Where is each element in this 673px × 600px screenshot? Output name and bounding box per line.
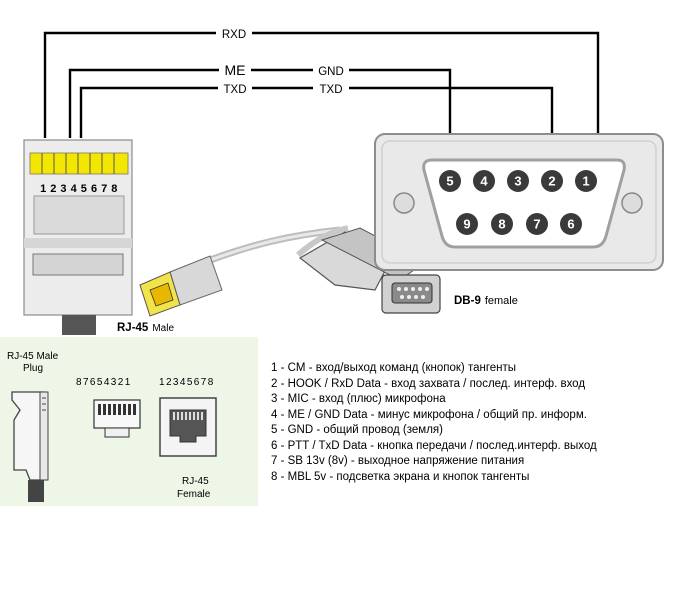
me-label: ME	[225, 62, 246, 78]
db9-pin-5	[439, 170, 461, 192]
db9-pin-label-1: 1	[582, 174, 589, 189]
db9-pin-label-9: 9	[463, 217, 470, 232]
rxd-label: RXD	[222, 29, 246, 41]
db9-pin-4	[473, 170, 495, 192]
txd-left-label: TXD	[224, 84, 247, 96]
pinout-item: 3 - MIC - вход (плюс) микрофона	[271, 393, 446, 405]
female-label-line2: Female	[177, 489, 211, 500]
db9-pin-9	[456, 213, 478, 235]
rj45-plug-front	[23, 139, 133, 335]
db9-pin-2	[541, 170, 563, 192]
female-label-line1: RJ-45	[182, 476, 209, 487]
db9-caption-bold: DB-9	[454, 295, 481, 307]
gnd-label: GND	[318, 66, 344, 78]
db9-pin-8	[491, 213, 513, 235]
db9-pin-6	[560, 213, 582, 235]
pinout-item: 1 - CM - вход/выход команд (кнопок) танг…	[271, 362, 517, 374]
db9-female-face	[374, 133, 664, 271]
db9-pin-label-7: 7	[533, 217, 540, 232]
pinout-item: 8 - MBL 5v - подсветка экрана и кнопок т…	[271, 470, 530, 483]
pinout-item: 2 - HOOK / RxD Data - вход захвата / пос…	[271, 377, 586, 390]
rj45-caption-rest: Male	[152, 323, 174, 334]
plug-label-line1: RJ-45 Male	[7, 351, 59, 362]
db9-caption: DB-9 female	[454, 295, 518, 307]
db9-pin-label-3: 3	[514, 174, 521, 189]
db9-pin-7	[526, 213, 548, 235]
db9-pin-label-2: 2	[548, 174, 555, 189]
patch-cable	[139, 226, 341, 317]
db9-pin-label-6: 6	[567, 217, 574, 232]
pinout-item: 5 - GND - общий провод (земля)	[271, 424, 443, 436]
db9-pin-label-4: 4	[480, 174, 488, 189]
pinout-list: 1 - CM - вход/выход команд (кнопок) танг…	[271, 361, 597, 485]
plug-label-line2: Plug	[23, 363, 43, 374]
txd-right-label: TXD	[320, 84, 343, 96]
rj45-caption-bold: RJ-45	[117, 322, 149, 334]
pinout-item: 6 - PTT / TxD Data - кнопка передачи / п…	[271, 439, 597, 452]
gnd-wire	[68, 68, 452, 165]
rj45-pin-numbers: 1 2 3 4 5 6 7 8	[40, 183, 118, 195]
db9-pins: 5 4 3 2 1 9 8 7 6	[439, 170, 597, 235]
db9-pin-label-8: 8	[498, 217, 505, 232]
pinout-item: 7 - SB 13v (8v) - выходное напряжение пи…	[271, 455, 525, 467]
rxd-wire	[43, 31, 600, 165]
db9-pin-1	[575, 170, 597, 192]
rj45-male-front	[93, 399, 141, 438]
db9-pin-label-5: 5	[446, 174, 453, 189]
rj45-female-front	[159, 397, 217, 457]
female-front-numbers: 12345678	[159, 377, 215, 388]
db9-pin-3	[507, 170, 529, 192]
rj45-plug-side	[11, 391, 49, 502]
db9-caption-rest: female	[485, 295, 518, 307]
pinout-item: 4 - ME / GND Data - минус микрофона / об…	[271, 408, 587, 421]
male-front-numbers: 87654321	[76, 377, 132, 388]
